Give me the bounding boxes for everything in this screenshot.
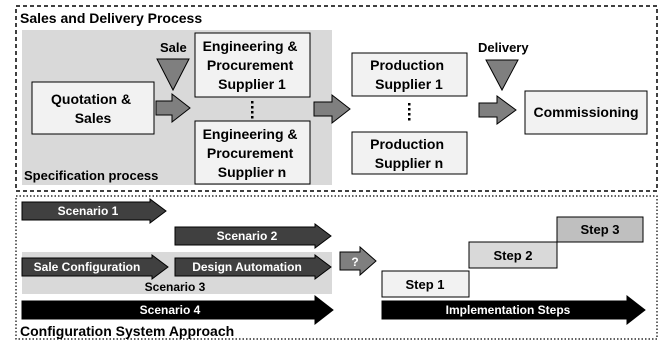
commissioning-text: Commissioning — [533, 104, 638, 120]
question-arrow — [339, 245, 377, 277]
production-supplier-n-text: Production Supplier n — [370, 136, 448, 171]
specification-label: Specification process — [24, 168, 158, 183]
step-3-rect — [556, 216, 644, 243]
quotation-sales-box — [31, 81, 155, 135]
commissioning-box — [524, 90, 648, 135]
delivery-label: Delivery — [478, 40, 529, 55]
scenario-4-label: Scenario 4 — [140, 303, 201, 317]
engineering-supplier-n-text: Engineering & Procurement Supplier n — [203, 126, 302, 180]
sale-label: Sale — [160, 40, 187, 55]
scenario-3-label: Scenario 3 — [145, 280, 206, 294]
production-supplier-1-text: Production Supplier 1 — [370, 57, 448, 92]
engineering-supplier-1-box — [194, 32, 311, 98]
engineering-ellipsis — [251, 101, 254, 119]
implementation-steps-label: Implementation Steps — [446, 303, 571, 317]
production-supplier-n-box — [351, 131, 468, 175]
quotation-sales-text: Quotation & Sales — [51, 91, 135, 126]
step-2-label: Step 2 — [493, 248, 532, 263]
sales-delivery-title: Sales and Delivery Process — [20, 10, 202, 26]
sale-configuration-arrow — [21, 254, 169, 280]
step-3-label: Step 3 — [580, 222, 619, 237]
step-1-box — [381, 270, 470, 298]
delivery-marker — [485, 59, 519, 92]
design-automation-label: Design Automation — [192, 260, 302, 274]
arrow-quotation-to-engineering — [155, 92, 191, 124]
scenario-1-arrow — [21, 198, 167, 224]
engineering-supplier-n-box — [194, 120, 311, 185]
arrow-engineering-to-production — [313, 93, 351, 125]
scenario-2-arrow — [174, 223, 332, 249]
arrow-production-to-commissioning — [478, 95, 517, 125]
step-2-box — [468, 241, 558, 269]
implementation-steps-arrow — [381, 294, 646, 326]
scenario-2-label: Scenario 2 — [217, 229, 278, 243]
sale-marker — [156, 58, 190, 92]
engineering-supplier-1-text: Engineering & Procurement Supplier 1 — [203, 38, 302, 92]
scenario-4-arrow — [21, 294, 334, 326]
sale-configuration-label: Sale Configuration — [34, 260, 141, 274]
question-label: ? — [351, 255, 358, 269]
design-automation-arrow — [174, 254, 332, 280]
scenario-1-label: Scenario 1 — [58, 204, 119, 218]
configuration-title: Configuration System Approach — [20, 323, 234, 339]
production-ellipsis — [408, 103, 411, 121]
production-supplier-1-box — [351, 52, 468, 97]
step-1-label: Step 1 — [405, 277, 444, 292]
